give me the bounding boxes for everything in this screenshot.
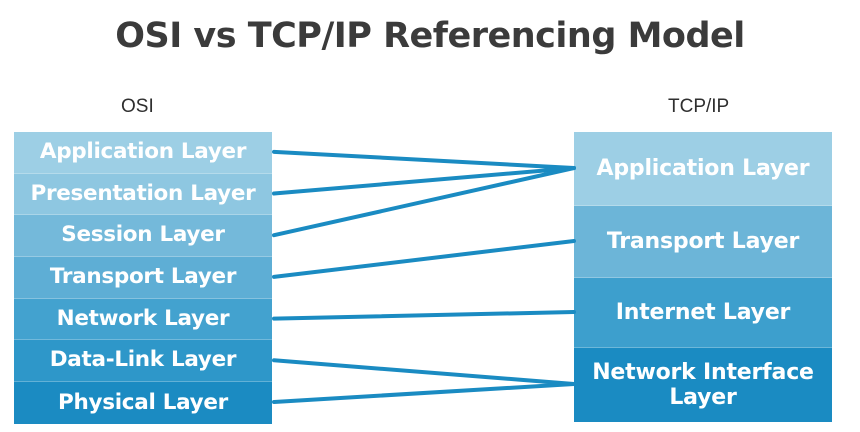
mapping-link-presentation-layer (272, 166, 576, 196)
mapping-link-transport-layer (272, 239, 576, 279)
osi-layer-application: Application Layer (14, 132, 272, 174)
tcpip-layer-application: Application Layer (574, 132, 832, 206)
tcpip-stack: Application Layer Transport Layer Intern… (574, 132, 832, 422)
osi-layer-session: Session Layer (14, 215, 272, 258)
tcpip-layer-transport: Transport Layer (574, 206, 832, 278)
tcpip-layer-network-interface: Network Interface Layer (574, 348, 832, 422)
mapping-link-data-link-layer (272, 358, 576, 386)
osi-layer-network: Network Layer (14, 298, 272, 341)
osi-layer-transport: Transport Layer (14, 257, 272, 299)
diagram-title: OSI vs TCP/IP Referencing Model (115, 16, 745, 56)
osi-stack: Application Layer Presentation Layer Ses… (14, 132, 272, 424)
osi-layer-physical: Physical Layer (14, 382, 272, 424)
mapping-link-session-layer (272, 166, 576, 238)
osi-layer-presentation: Presentation Layer (14, 173, 272, 216)
mapping-link-application-layer (272, 149, 576, 170)
mapping-link-network-layer (272, 310, 576, 321)
osi-layer-data-link: Data-Link Layer (14, 340, 272, 383)
tcpip-layer-internet: Internet Layer (574, 278, 832, 348)
mapping-link-physical-layer (272, 382, 576, 404)
tcpip-column-label: TCP/IP (668, 96, 730, 117)
osi-column-label: OSI (121, 96, 154, 117)
